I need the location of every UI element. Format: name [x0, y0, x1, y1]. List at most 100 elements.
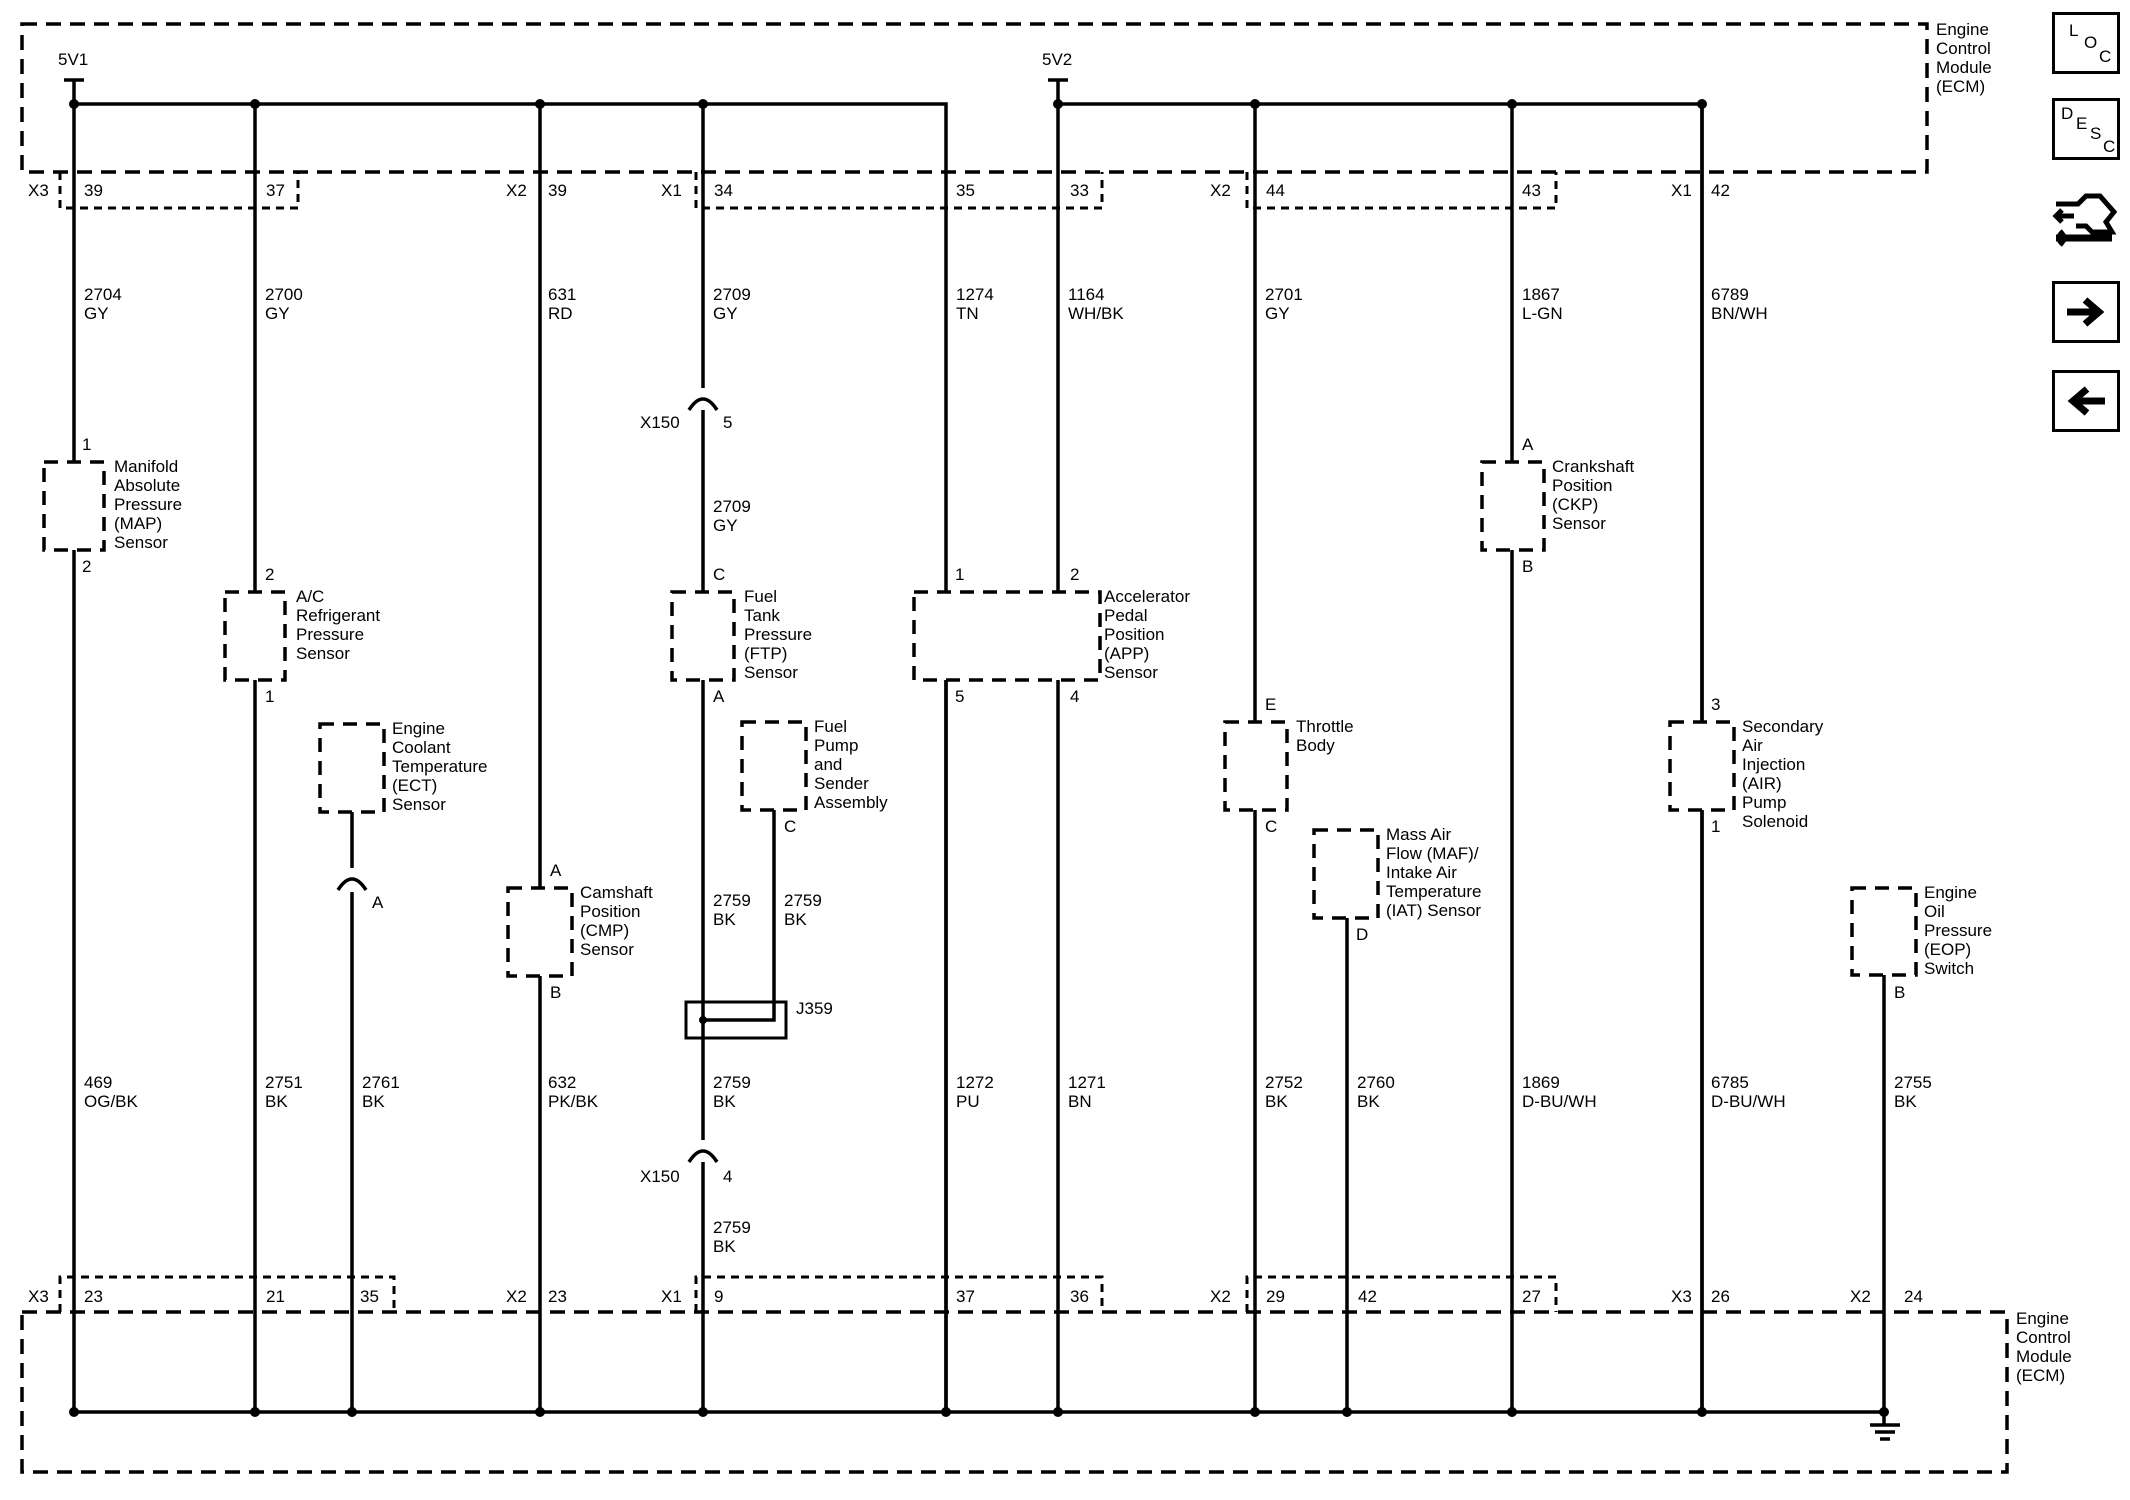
svg-text:X3: X3 [1671, 1287, 1692, 1306]
svg-text:Temperature: Temperature [1386, 882, 1481, 901]
ground-icon [1870, 1412, 1900, 1441]
air-pump-solenoid[interactable]: 3 1 Secondary Air Injection (AIR) Pump S… [1668, 695, 1824, 836]
svg-text:2752: 2752 [1265, 1073, 1303, 1092]
svg-text:4: 4 [723, 1167, 732, 1186]
top-connector-x1 [694, 172, 1104, 210]
loc-letter-l: L [2069, 21, 2079, 40]
back-button[interactable] [2052, 370, 2120, 432]
svg-text:Crankshaft: Crankshaft [1552, 457, 1634, 476]
svg-text:37: 37 [266, 181, 285, 200]
svg-text:2: 2 [82, 557, 91, 576]
svg-text:GY: GY [265, 304, 290, 323]
fuel-pump-sender-assembly[interactable]: C Fuel Pump and Sender Assembly [740, 717, 888, 836]
svg-text:A: A [550, 861, 562, 880]
svg-text:BK: BK [713, 1237, 736, 1256]
mid-wire-labels: 2709 GY 2759 BK 2759 BK 2759 BK [713, 497, 822, 1256]
svg-text:Sensor: Sensor [580, 940, 634, 959]
svg-text:2700: 2700 [265, 285, 303, 304]
svg-text:Position: Position [1104, 625, 1164, 644]
top-wire-labels: 2704 GY 2700 GY 631 RD 2709 GY 1274 TN 1… [84, 285, 1768, 323]
svg-text:A: A [372, 893, 384, 912]
svg-text:Fuel: Fuel [744, 587, 777, 606]
svg-text:GY: GY [713, 304, 738, 323]
svg-text:X1: X1 [661, 1287, 682, 1306]
svg-text:Tank: Tank [744, 606, 780, 625]
svg-text:2709: 2709 [713, 285, 751, 304]
ac-refrigerant-pressure-sensor[interactable]: 2 1 A/C Refrigerant Pressure Sensor [223, 565, 380, 706]
svg-text:GY: GY [84, 304, 109, 323]
connector-tool-button[interactable] [2052, 186, 2120, 248]
svg-text:26: 26 [1711, 1287, 1730, 1306]
svg-text:34: 34 [714, 181, 733, 200]
svg-text:Flow (MAF)/: Flow (MAF)/ [1386, 844, 1479, 863]
svg-text:X1: X1 [1671, 181, 1692, 200]
svg-text:Position: Position [1552, 476, 1612, 495]
svg-text:1: 1 [265, 687, 274, 706]
arrow-right-icon [2067, 297, 2105, 327]
svg-text:29: 29 [1266, 1287, 1285, 1306]
svg-text:Sensor: Sensor [1104, 663, 1158, 682]
loc-button[interactable]: L O C [2052, 12, 2120, 74]
svg-text:(MAP): (MAP) [114, 514, 162, 533]
svg-text:X2: X2 [1210, 181, 1231, 200]
svg-text:Position: Position [580, 902, 640, 921]
svg-text:TN: TN [956, 304, 979, 323]
svg-text:5: 5 [723, 413, 732, 432]
eop-switch[interactable]: B Engine Oil Pressure (EOP) Switch [1850, 883, 1992, 1002]
svg-text:Manifold: Manifold [114, 457, 178, 476]
svg-text:BK: BK [362, 1092, 385, 1111]
svg-text:Pressure: Pressure [296, 625, 364, 644]
maf-iat-sensor[interactable]: D Mass Air Flow (MAF)/ Intake Air Temper… [1312, 825, 1481, 944]
junction-dots [69, 99, 1889, 1417]
svg-text:1869: 1869 [1522, 1073, 1560, 1092]
svg-text:C: C [784, 817, 796, 836]
ecm-top-label: Engine Control Module (ECM) [1936, 20, 1992, 96]
svg-text:A/C: A/C [296, 587, 324, 606]
ckp-sensor[interactable]: A B Crankshaft Position (CKP) Sensor [1480, 435, 1634, 576]
svg-text:Sensor: Sensor [114, 533, 168, 552]
svg-text:469: 469 [84, 1073, 112, 1092]
svg-text:Refrigerant: Refrigerant [296, 606, 380, 625]
svg-text:X3: X3 [28, 181, 49, 200]
map-sensor[interactable]: 1 2 Manifold Absolute Pressure (MAP) Sen… [42, 435, 182, 576]
ftp-sensor[interactable]: C A Fuel Tank Pressure (FTP) Sensor [670, 565, 812, 706]
svg-text:Sender: Sender [814, 774, 869, 793]
top-connector-x2 [1245, 172, 1558, 210]
next-button[interactable] [2052, 281, 2120, 343]
svg-text:42: 42 [1358, 1287, 1377, 1306]
svg-text:BN: BN [1068, 1092, 1092, 1111]
svg-text:23: 23 [84, 1287, 103, 1306]
svg-text:Coolant: Coolant [392, 738, 451, 757]
throttle-body[interactable]: E C Throttle Body [1223, 695, 1354, 836]
svg-text:WH/BK: WH/BK [1068, 304, 1124, 323]
desc-button[interactable]: D E S C [2052, 98, 2120, 160]
arrow-left-icon [2067, 386, 2105, 416]
svg-text:1274: 1274 [956, 285, 994, 304]
cmp-sensor[interactable]: A B Camshaft Position (CMP) Sensor [506, 861, 653, 1002]
svg-text:2759: 2759 [713, 891, 751, 910]
ect-sensor[interactable]: Engine Coolant Temperature (ECT) Sensor … [318, 719, 487, 912]
ecm-top-enclosure [20, 22, 1929, 174]
svg-text:OG/BK: OG/BK [84, 1092, 139, 1111]
svg-text:39: 39 [548, 181, 567, 200]
svg-text:Pressure: Pressure [114, 495, 182, 514]
svg-text:35: 35 [360, 1287, 379, 1306]
svg-text:C: C [713, 565, 725, 584]
svg-text:23: 23 [548, 1287, 567, 1306]
svg-text:Module: Module [1936, 58, 1992, 77]
svg-text:Sensor: Sensor [296, 644, 350, 663]
svg-text:43: 43 [1522, 181, 1541, 200]
svg-text:36: 36 [1070, 1287, 1089, 1306]
svg-text:Body: Body [1296, 736, 1335, 755]
connector-wrench-icon [2052, 193, 2118, 247]
inline-connector-x150-pin4: X150 4 [640, 1149, 732, 1186]
svg-text:Module: Module [2016, 1347, 2072, 1366]
desc-letter-c: C [2103, 137, 2116, 156]
svg-text:D: D [1356, 925, 1368, 944]
svg-text:2759: 2759 [784, 891, 822, 910]
svg-text:X2: X2 [506, 1287, 527, 1306]
svg-text:6785: 6785 [1711, 1073, 1749, 1092]
app-sensor[interactable]: 1 2 5 4 Accelerator Pedal Position (APP)… [912, 565, 1190, 706]
svg-text:1271: 1271 [1068, 1073, 1106, 1092]
svg-text:Fuel: Fuel [814, 717, 847, 736]
